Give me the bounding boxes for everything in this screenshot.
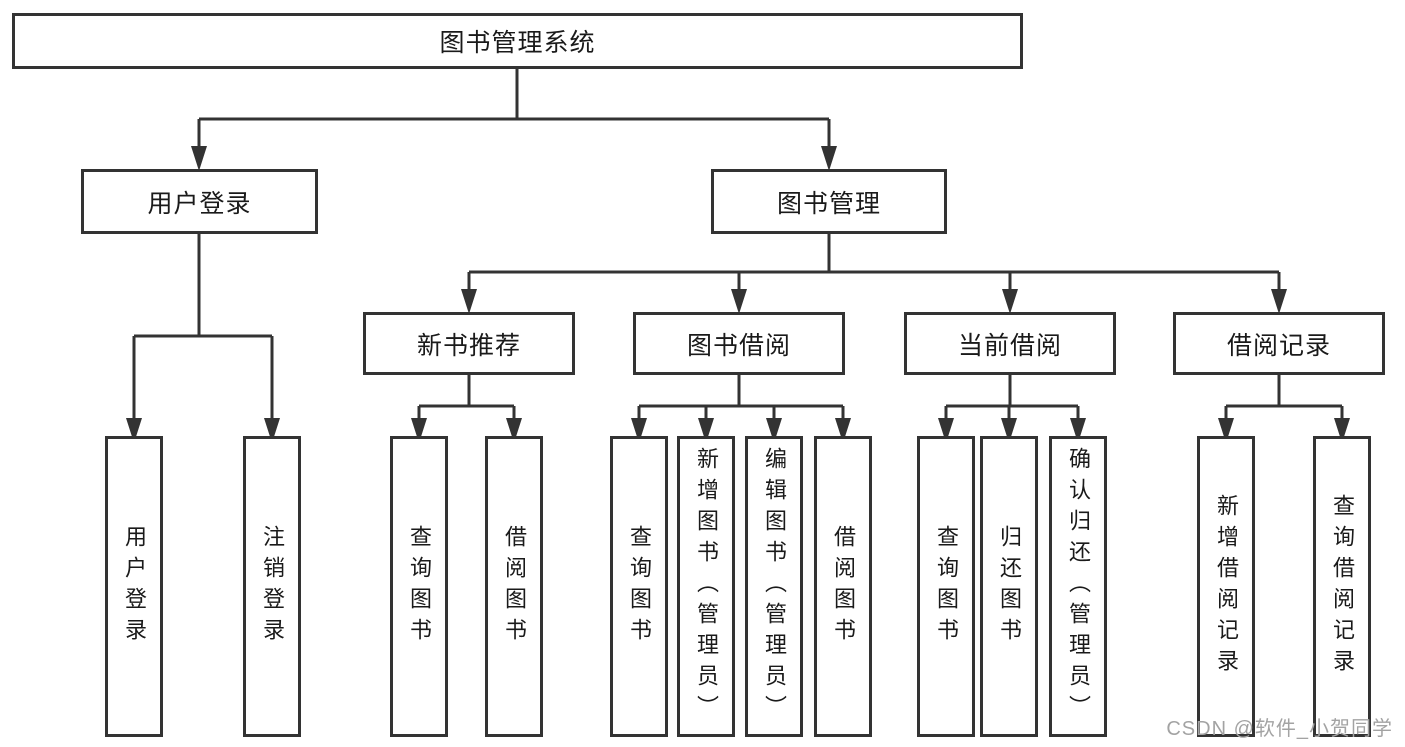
- leaf-return-books: 归还图书: [980, 436, 1038, 737]
- node-label: 注销登录: [260, 524, 285, 649]
- node-root: 图书管理系统: [12, 13, 1023, 69]
- node-new-book-recommend: 新书推荐: [363, 312, 575, 375]
- node-label: 当前借阅: [957, 331, 1062, 360]
- node-label: 查询图书: [627, 524, 652, 649]
- node-user-login: 用户登录: [81, 169, 318, 234]
- leaf-borrow-books-2: 借阅图书: [814, 436, 872, 737]
- node-current-borrowing: 当前借阅: [904, 312, 1116, 375]
- node-label: 借阅图书: [502, 524, 527, 649]
- leaf-logout: 注销登录: [243, 436, 301, 737]
- node-label: 借阅记录: [1226, 331, 1331, 360]
- node-label: 查询图书: [407, 524, 432, 649]
- node-label: 借阅图书: [831, 524, 856, 649]
- leaf-edit-books-admin: 编辑图书（管理员）: [745, 436, 803, 737]
- leaf-add-books-admin: 新增图书（管理员）: [677, 436, 735, 737]
- leaf-borrow-books-1: 借阅图书: [485, 436, 543, 737]
- node-label: 新增借阅记录: [1214, 493, 1239, 680]
- node-label: 图书借阅: [686, 331, 791, 360]
- node-label: 编辑图书（管理员）: [762, 447, 787, 726]
- leaf-query-borrow-record: 查询借阅记录: [1313, 436, 1371, 737]
- leaf-query-books-3: 查询图书: [917, 436, 975, 737]
- node-label: 图书管理: [776, 189, 881, 218]
- leaf-query-books-1: 查询图书: [390, 436, 448, 737]
- node-label: 图书管理系统: [439, 29, 596, 57]
- node-label: 新书推荐: [416, 331, 521, 360]
- node-label: 查询图书: [934, 524, 959, 649]
- leaf-add-borrow-record: 新增借阅记录: [1197, 436, 1255, 737]
- node-label: 用户登录: [147, 189, 252, 218]
- node-label: 新增图书（管理员）: [694, 447, 719, 726]
- node-borrowing-records: 借阅记录: [1173, 312, 1385, 375]
- leaf-query-books-2: 查询图书: [610, 436, 668, 737]
- leaf-confirm-return-admin: 确认归还（管理员）: [1049, 436, 1107, 737]
- node-label: 查询借阅记录: [1330, 493, 1355, 680]
- node-label: 用户登录: [122, 524, 147, 649]
- node-label: 确认归还（管理员）: [1066, 447, 1091, 726]
- node-book-borrowing: 图书借阅: [633, 312, 845, 375]
- node-book-management: 图书管理: [711, 169, 947, 234]
- leaf-user-login: 用户登录: [105, 436, 163, 737]
- node-label: 归还图书: [997, 524, 1022, 649]
- csdn-watermark: CSDN @软件_小贺同学: [1166, 718, 1393, 740]
